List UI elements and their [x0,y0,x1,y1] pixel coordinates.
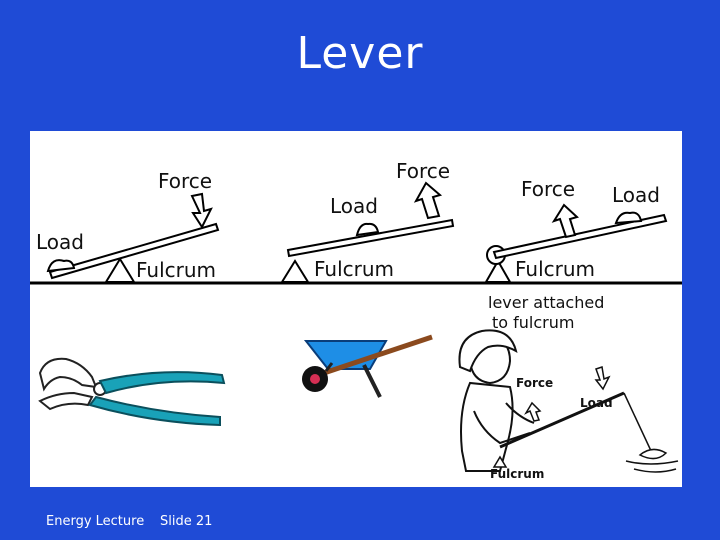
force-label: Force [396,159,450,183]
load-label: Load [36,230,84,254]
fulcrum-label: Fulcrum [515,257,595,281]
pliers-jaw-upper [38,357,98,392]
person-arm [505,402,535,424]
fulcrum-triangle [492,455,508,468]
force-label: Force [521,177,575,201]
fishing-illustration: Force Load Fulcrum [458,329,679,481]
load-rock [355,222,380,237]
lever-beam [492,213,668,260]
fulcrum-label: Fulcrum [314,257,394,281]
force-label: Force [516,376,553,390]
person-body [460,381,514,472]
fulcrum-label: Fulcrum [136,258,216,282]
fish-load [638,448,668,460]
fishing-line [623,392,653,454]
footer-lecture-label: Energy Lecture [46,514,145,529]
lever-diagram: Force Load Fulcrum Force Load Fulcrum Fo… [30,159,682,485]
wheelbarrow-leg [362,364,382,398]
fulcrum-label: Fulcrum [490,467,544,481]
wheelbarrow-hub [310,374,320,384]
fishing-rod [499,391,625,449]
load-arrow-down [594,366,611,391]
footer-slide-number: Slide 21 [160,514,213,529]
water-ripple [625,460,679,473]
force-arrow-down [190,192,213,230]
person-hair [458,329,518,373]
note-line-1: lever attached [488,293,604,312]
lever-beam [286,218,455,258]
wheelbarrow-tub [303,340,388,370]
load-label: Load [612,183,660,207]
fulcrum-triangle [484,258,512,283]
wheelbarrow-handle [311,334,433,380]
load-rock [614,211,643,225]
note-line-2: to fulcrum [492,313,574,332]
slide-title: Lever [296,28,424,79]
lever-diagram-panel: Force Load Fulcrum Force Load Fulcrum Fo… [30,131,682,487]
pliers-handle-upper [98,371,226,395]
lever-beam [48,222,220,280]
pliers-jaw-lower [38,391,94,411]
pliers-handle-lower [88,395,221,427]
load-rock [46,259,76,273]
lever-first-class: Force Load Fulcrum [36,169,220,283]
load-label: Load [330,194,378,218]
person-arm [473,410,531,445]
pliers-illustration [30,339,228,485]
force-arrow-up [413,181,443,220]
wheelbarrow-illustration [302,334,433,398]
load-label: Load [580,396,613,410]
force-arrow-up [551,203,579,239]
fulcrum-triangle [104,257,136,283]
force-label: Force [158,169,212,193]
fulcrum-triangle [280,259,310,283]
wheelbarrow-leg [324,362,334,372]
lever-third-class: Force Load Fulcrum lever attached to ful… [484,177,668,332]
lever-second-class: Force Load Fulcrum [280,159,455,283]
force-arrow-up [524,401,542,422]
